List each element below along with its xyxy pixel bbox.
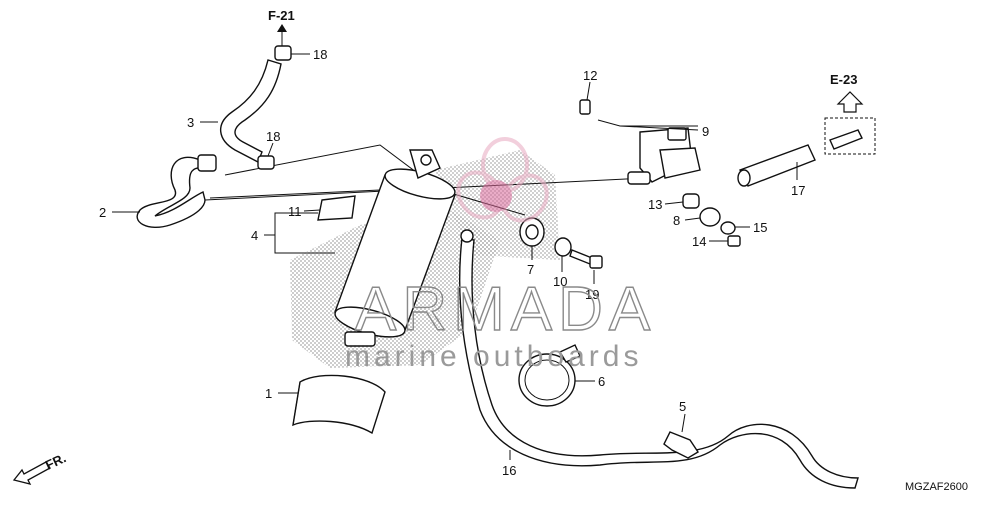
svg-text:16: 16: [502, 463, 516, 478]
callout-5: 5: [679, 399, 686, 433]
callout-19: 19: [585, 270, 599, 302]
part-bracket-knob: [460, 229, 474, 243]
part-clip-18-lower: [257, 155, 275, 170]
callout-4: 4: [251, 212, 335, 254]
e23-fitting-box: [824, 117, 876, 155]
part-clip-18-top: [274, 45, 292, 61]
callout-6: 6: [575, 374, 605, 389]
part-hose-3: [220, 59, 282, 163]
svg-text:7: 7: [527, 262, 534, 277]
callout-11: 11: [288, 204, 321, 219]
watermark-logo-icon: [456, 137, 549, 223]
part-clip-5: [663, 431, 699, 459]
svg-text:8: 8: [673, 213, 680, 228]
callout-16: 16: [502, 450, 516, 478]
part-bolt-19: [569, 249, 603, 269]
callout-3: 3: [187, 115, 218, 130]
svg-text:14: 14: [692, 234, 706, 249]
diagram-code: MGZAF2600: [905, 481, 968, 493]
svg-text:E-23: E-23: [830, 72, 857, 87]
svg-text:17: 17: [791, 183, 805, 198]
part-hose-2: [136, 156, 207, 228]
callout-7: 7: [527, 246, 534, 277]
part-solenoid-9: [627, 127, 701, 185]
svg-text:12: 12: [583, 68, 597, 83]
callout-2: 2: [99, 205, 140, 220]
svg-text:10: 10: [553, 274, 567, 289]
part-washer-15: [720, 221, 736, 235]
svg-text:18: 18: [266, 129, 280, 144]
svg-text:9: 9: [702, 124, 709, 139]
leader-line-lower: [209, 189, 381, 199]
callout-1: 1: [265, 386, 298, 401]
part-bolt-12: [579, 99, 591, 115]
callout-17: 17: [791, 162, 805, 198]
part-nut-14: [727, 235, 741, 247]
e23-fitting: [829, 129, 863, 150]
callout-9: 9: [597, 119, 709, 139]
part-clamp-6: [518, 344, 581, 407]
callout-10: 10: [553, 256, 567, 289]
svg-text:2: 2: [99, 205, 106, 220]
part-strap: [292, 374, 386, 435]
part-washer-10: [554, 237, 572, 257]
callout-8: 8: [673, 213, 701, 228]
watermark-tagline: marine outboards: [345, 340, 642, 373]
svg-text:F-21: F-21: [268, 8, 295, 23]
svg-text:3: 3: [187, 115, 194, 130]
svg-text:1: 1: [265, 386, 272, 401]
callout-13: 13: [648, 197, 684, 212]
part-grommet-13: [682, 193, 700, 209]
part-hose-17: [739, 144, 816, 187]
part-hose-16: [459, 237, 859, 489]
svg-text:13: 13: [648, 197, 662, 212]
watermark-brand: ARMADA: [355, 275, 656, 344]
part-collar-8: [699, 207, 721, 227]
callout-18-top: 18: [291, 47, 327, 62]
reference-f21: F-21: [268, 8, 295, 46]
part-canister: [334, 149, 456, 347]
reference-e23: E-23: [830, 72, 864, 113]
svg-text:18: 18: [313, 47, 327, 62]
part-hose-17-end: [737, 169, 751, 187]
svg-text:4: 4: [251, 228, 258, 243]
svg-text:FR.: FR.: [43, 450, 68, 472]
part-label-11: [317, 195, 356, 221]
part-hose-2-cap: [197, 154, 217, 172]
callout-14: 14: [692, 234, 728, 249]
svg-text:5: 5: [679, 399, 686, 414]
callout-12: 12: [583, 68, 597, 101]
svg-text:6: 6: [598, 374, 605, 389]
svg-text:15: 15: [753, 220, 767, 235]
svg-text:11: 11: [288, 204, 302, 219]
callout-15: 15: [735, 220, 767, 235]
callout-18-lower: 18: [266, 129, 280, 157]
front-arrow-icon: FR.: [12, 450, 68, 485]
svg-text:19: 19: [585, 287, 599, 302]
